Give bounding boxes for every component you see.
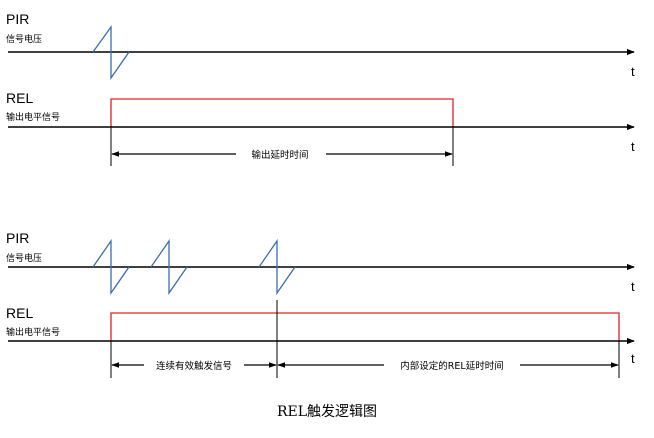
bottom-pir-axis-t-label: t	[631, 279, 635, 294]
top-rel-output-pulse	[110, 98, 454, 127]
bottom-pir-trigger-wave-1	[92, 238, 130, 296]
top-pir-label: PIR	[6, 11, 29, 27]
top-pir-sublabel: 信号电压	[6, 33, 42, 45]
bottom-retrigger-label: 连续有效触发信号	[156, 360, 232, 372]
bottom-internal-delay-label: 内部设定的REL延时时间	[400, 360, 503, 372]
bottom-span2-label-bg	[384, 357, 520, 373]
bottom-rel-output-pulse	[110, 312, 620, 341]
top-rel-label: REL	[6, 90, 33, 106]
top-diagram: PIR 信号电压 t REL 输出电平信号 t 输出延时时间	[6, 11, 635, 166]
top-pir-axis-t-label: t	[631, 64, 635, 79]
bottom-pir-sublabel: 信号电压	[6, 252, 42, 264]
top-span-label-bg	[236, 146, 326, 162]
bottom-rel-sublabel: 输出电平信号	[6, 326, 60, 338]
bottom-pir-label: PIR	[6, 230, 29, 246]
bottom-span1-label-bg	[144, 357, 244, 373]
bottom-diagram: PIR 信号电压 t REL 输出电平信号 t 连续有效触发信号 内部设定的RE…	[6, 230, 635, 378]
top-rel-axis-t-label: t	[631, 139, 635, 154]
bottom-pir-trigger-wave-2	[150, 238, 188, 296]
bottom-rel-label: REL	[6, 305, 33, 321]
bottom-rel-axis-t-label: t	[631, 351, 635, 366]
bottom-pir-trigger-wave-3	[258, 238, 296, 296]
top-rel-sublabel: 输出电平信号	[6, 111, 60, 123]
top-output-delay-label: 输出延时时间	[251, 149, 308, 161]
figure-caption: REL触发逻辑图	[277, 404, 377, 420]
top-pir-trigger-wave	[92, 24, 130, 81]
